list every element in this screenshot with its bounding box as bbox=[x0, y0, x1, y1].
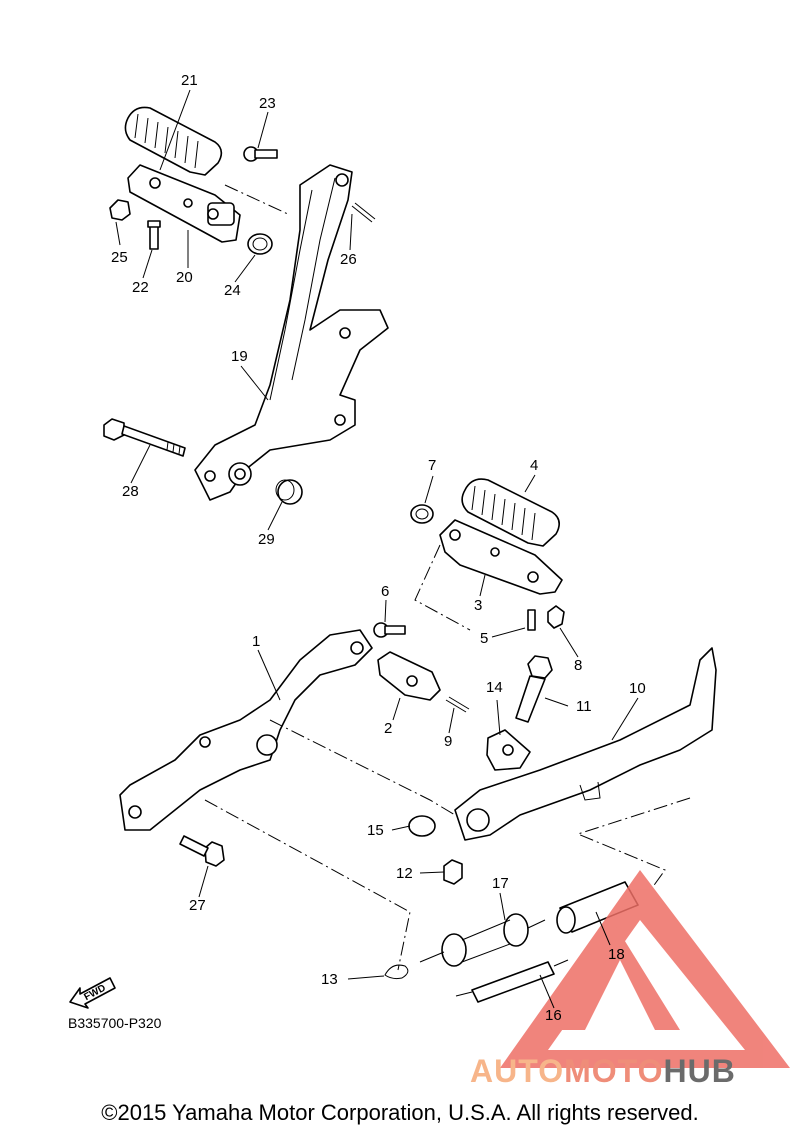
spring-7 bbox=[410, 504, 434, 524]
bracket-14 bbox=[486, 729, 531, 771]
callout-4: 4 bbox=[530, 457, 538, 474]
fwd-label: FWD bbox=[82, 983, 107, 1003]
nut-25 bbox=[109, 199, 131, 221]
copyright-notice: ©2015 Yamaha Motor Corporation, U.S.A. A… bbox=[101, 1100, 699, 1125]
callout-1: 1 bbox=[252, 633, 260, 650]
callout-15: 15 bbox=[367, 822, 384, 839]
footrest-rubber-4 bbox=[461, 478, 560, 547]
watermark-logo-icon bbox=[500, 870, 790, 1068]
callout-18: 18 bbox=[608, 946, 625, 963]
callout-11: 11 bbox=[576, 698, 592, 715]
footrest-3 bbox=[439, 519, 563, 595]
callout-16: 16 bbox=[545, 1007, 562, 1024]
cotter-pin-26 bbox=[351, 202, 376, 223]
footrest-20 bbox=[127, 164, 241, 243]
forward-arrow-icon: FWD bbox=[69, 977, 116, 1009]
callout-7: 7 bbox=[428, 457, 436, 474]
bolt-5 bbox=[527, 609, 536, 631]
watermark-moto: MOTO bbox=[564, 1053, 664, 1089]
bolt-11 bbox=[515, 655, 553, 723]
callout-21: 21 bbox=[181, 72, 198, 89]
collar-15 bbox=[408, 815, 436, 837]
watermark-text: AUTOMOTOHUB bbox=[470, 1053, 736, 1090]
sidestand-10 bbox=[454, 647, 717, 841]
callout-13: 13 bbox=[321, 971, 338, 988]
spring-24 bbox=[247, 233, 273, 255]
callout-29: 29 bbox=[258, 531, 275, 548]
assembly-guide-lines bbox=[204, 184, 691, 971]
spring-17 bbox=[419, 913, 546, 967]
callout-labels: 21 23 25 22 20 24 26 19 28 29 7 4 3 5 8 … bbox=[111, 72, 646, 1024]
callout-10: 10 bbox=[629, 680, 646, 697]
callout-27: 27 bbox=[189, 897, 206, 914]
cotter-pin-9 bbox=[445, 696, 470, 713]
nut-12 bbox=[443, 859, 463, 885]
callout-14: 14 bbox=[486, 679, 503, 696]
callout-25: 25 bbox=[111, 249, 128, 266]
pin-23 bbox=[243, 146, 278, 162]
callout-24: 24 bbox=[224, 282, 241, 299]
callout-9: 9 bbox=[444, 733, 452, 750]
callout-23: 23 bbox=[259, 95, 276, 112]
collar-29 bbox=[275, 479, 303, 505]
callout-3: 3 bbox=[474, 597, 482, 614]
callout-17: 17 bbox=[492, 875, 509, 892]
callout-28: 28 bbox=[122, 483, 139, 500]
callout-22: 22 bbox=[132, 279, 149, 296]
callout-12: 12 bbox=[396, 865, 413, 882]
spring-16 bbox=[455, 959, 569, 1003]
diagram-code: B335700-P320 bbox=[68, 1015, 162, 1031]
callout-8: 8 bbox=[574, 657, 582, 674]
leader-lines bbox=[115, 89, 639, 1009]
bracket-2 bbox=[377, 651, 441, 701]
watermark-auto: AUTO bbox=[470, 1053, 565, 1089]
rear-footrest-bracket-19 bbox=[194, 164, 389, 501]
bolt-22 bbox=[147, 220, 161, 250]
callout-20: 20 bbox=[176, 269, 193, 286]
callout-26: 26 bbox=[340, 251, 357, 268]
watermark-hub: HUB bbox=[663, 1053, 736, 1089]
tube-18 bbox=[556, 881, 639, 934]
bolt-27 bbox=[179, 835, 225, 867]
footrest-rubber-21 bbox=[124, 106, 223, 176]
callout-5: 5 bbox=[480, 630, 488, 647]
nut-8 bbox=[547, 605, 565, 629]
bolt-28 bbox=[103, 418, 186, 457]
callout-2: 2 bbox=[384, 720, 392, 737]
brake-lever-1 bbox=[119, 629, 373, 831]
clip-13 bbox=[384, 964, 409, 980]
pin-6 bbox=[373, 622, 406, 638]
callout-6: 6 bbox=[381, 583, 389, 600]
callout-19: 19 bbox=[231, 348, 248, 365]
